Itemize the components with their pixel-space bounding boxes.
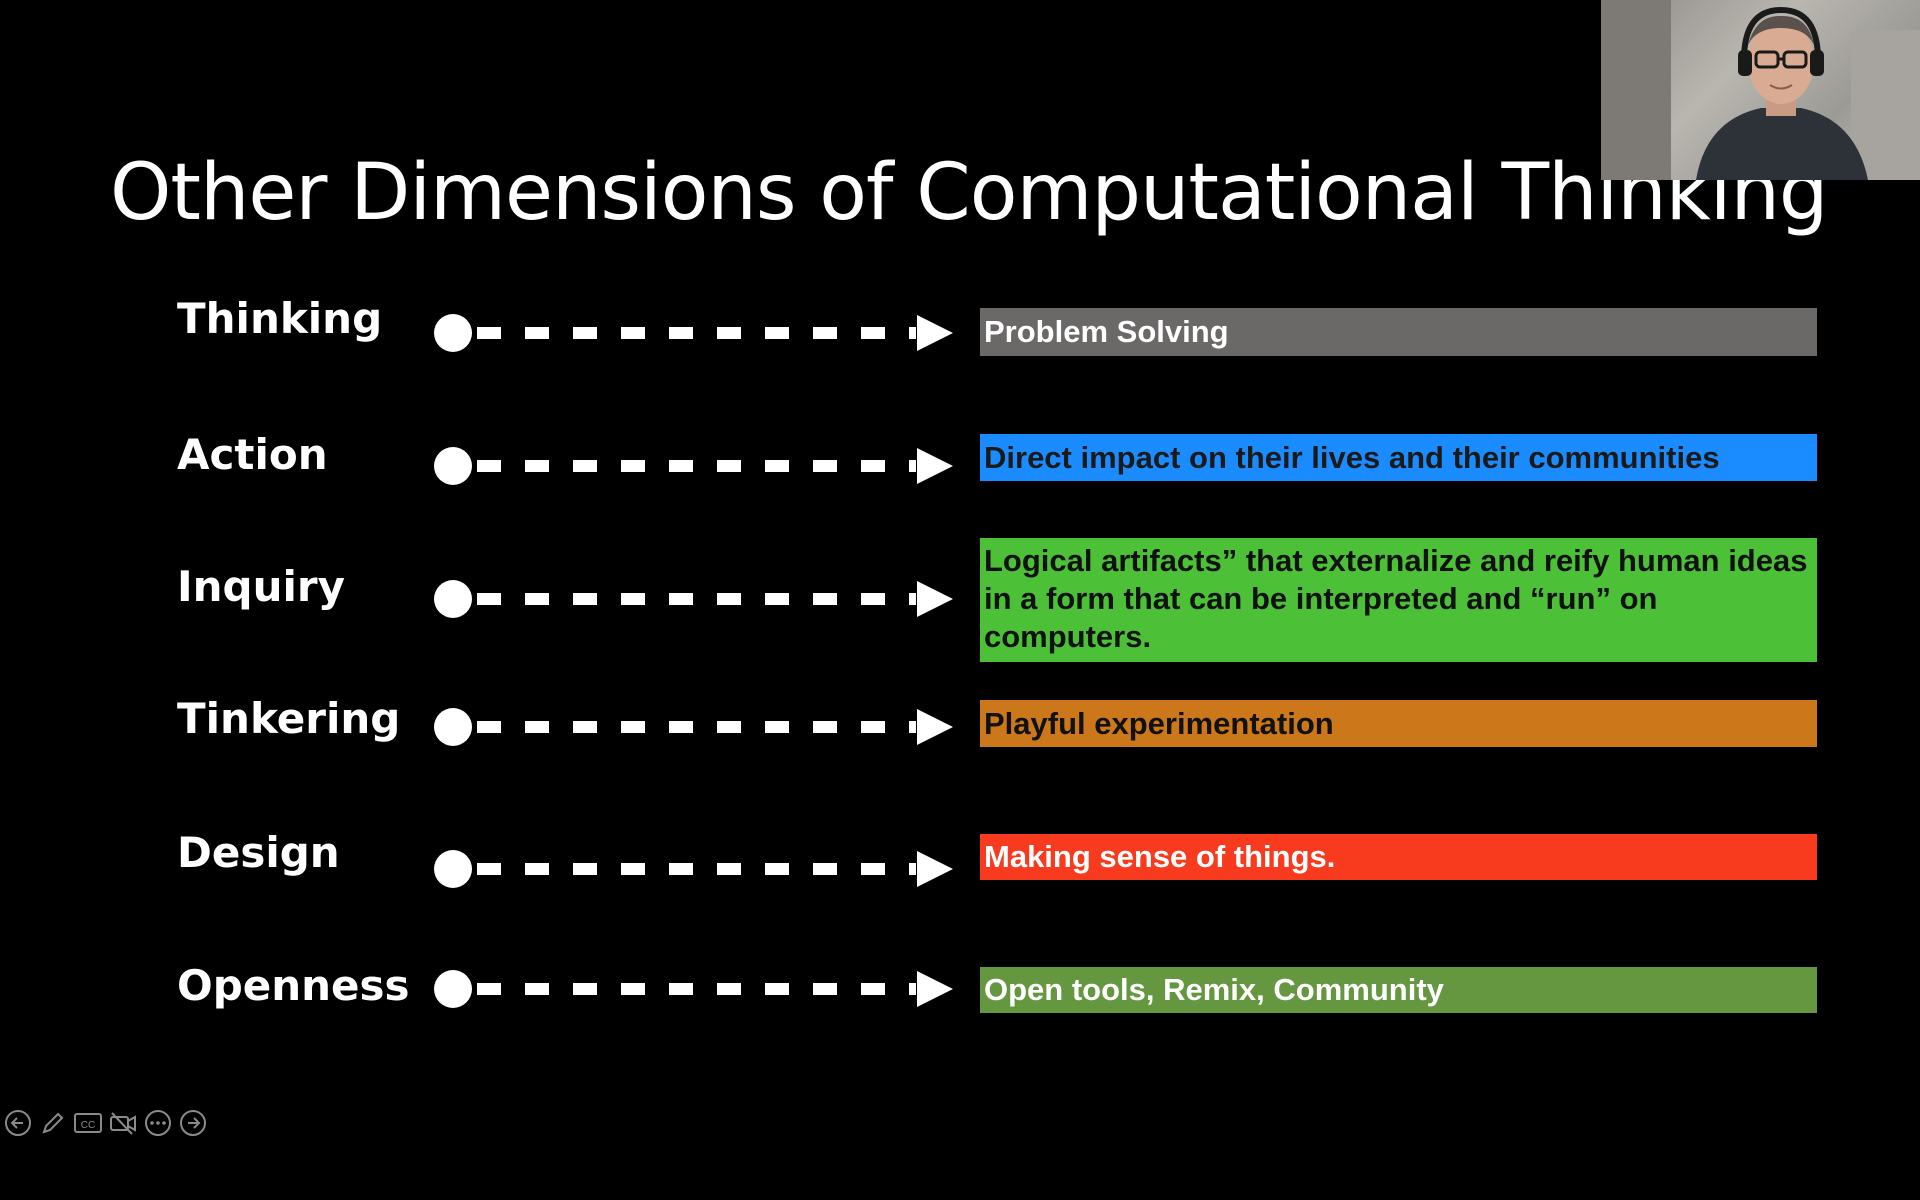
more-options-icon: [144, 1110, 171, 1136]
dimension-label: Openness: [177, 961, 410, 1010]
pen-tool-button[interactable]: [37, 1108, 68, 1139]
webcam-background: [1601, 0, 1671, 180]
next-slide-button[interactable]: [177, 1108, 208, 1139]
dimension-label: Inquiry: [177, 562, 345, 611]
presentation-toolbar: CC: [2, 1106, 208, 1140]
closed-captions-icon: CC: [73, 1113, 102, 1133]
presenter-webcam: [1601, 0, 1920, 180]
presenter-video-feed: [1696, 6, 1868, 180]
dimension-description: Direct impact on their lives and their c…: [980, 434, 1817, 481]
dimension-description: Logical artifacts” that externalize and …: [980, 538, 1817, 662]
dashed-arrow-connector: [434, 970, 953, 1008]
dashed-arrow-connector: [434, 447, 953, 485]
webcam-background: [1851, 30, 1920, 180]
dimension-description: Making sense of things.: [980, 834, 1817, 880]
dashed-arrow-connector: [434, 314, 953, 352]
slide-title: Other Dimensions of Computational Thinki…: [110, 148, 1828, 238]
dashed-arrow-connector: [434, 580, 953, 618]
dimension-label: Tinkering: [177, 694, 401, 743]
dimension-label: Thinking: [177, 294, 383, 343]
dimension-label: Action: [177, 430, 328, 479]
camera-off-icon: [109, 1112, 136, 1135]
previous-slide-icon: [4, 1110, 31, 1136]
dimension-description: Open tools, Remix, Community: [980, 967, 1817, 1013]
closed-captions-button[interactable]: CC: [72, 1108, 103, 1139]
camera-toggle-button[interactable]: [107, 1108, 138, 1139]
dashed-arrow-connector: [434, 708, 953, 746]
dashed-arrow-connector: [434, 850, 953, 888]
previous-slide-button[interactable]: [2, 1108, 33, 1139]
dimension-label: Design: [177, 828, 340, 877]
svg-text:CC: CC: [80, 1120, 94, 1131]
next-slide-icon: [179, 1110, 206, 1136]
pen-icon: [41, 1112, 63, 1134]
dimension-description: Problem Solving: [980, 308, 1817, 356]
dimension-description: Playful experimentation: [980, 700, 1817, 747]
more-options-button[interactable]: [142, 1108, 173, 1139]
